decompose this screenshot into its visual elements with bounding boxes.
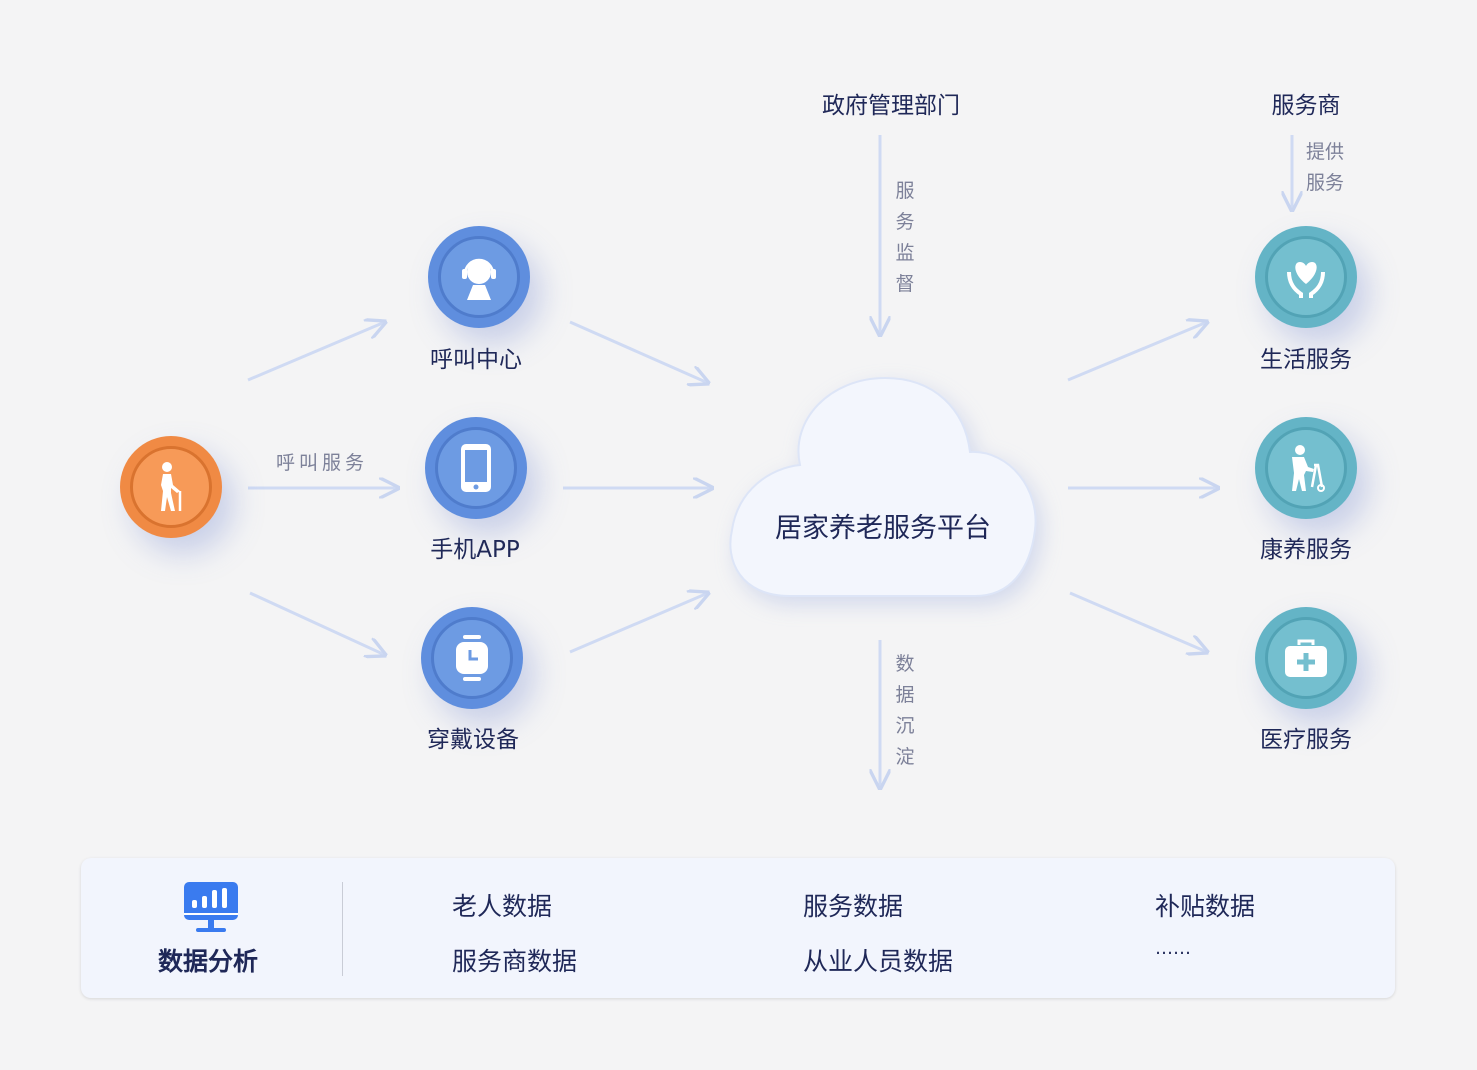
headset-agent-icon xyxy=(462,258,496,300)
channel-label: 呼叫中心 xyxy=(430,347,522,373)
provide-line: 提供 xyxy=(1306,141,1345,163)
service-label: 康养服务 xyxy=(1260,537,1352,563)
elder-node xyxy=(120,436,222,538)
channel-label: 手机APP xyxy=(430,537,520,563)
data-item: 老人数据 xyxy=(452,892,553,921)
data-item: 从业人员数据 xyxy=(803,947,954,976)
data-item: 补贴数据 xyxy=(1155,892,1256,921)
smartwatch-icon xyxy=(456,635,488,681)
data-item-more: …… xyxy=(1155,938,1191,959)
data-item: 服务数据 xyxy=(803,892,904,921)
channel-call-center[interactable] xyxy=(428,226,530,328)
platform-title: 居家养老服务平台 xyxy=(775,513,991,544)
channel-label: 穿戴设备 xyxy=(427,727,519,753)
divider xyxy=(342,882,343,976)
monitor-chart-icon xyxy=(184,882,238,932)
elderly-cane-icon xyxy=(161,462,182,511)
provide-label: 提供 服务 xyxy=(1306,137,1344,199)
cloud-shape xyxy=(729,376,1037,597)
channel-wearable[interactable] xyxy=(421,607,523,709)
service-life[interactable] xyxy=(1255,226,1357,328)
government-label: 政府管理部门 xyxy=(822,93,960,119)
provide-line: 服务 xyxy=(1306,172,1345,194)
service-health[interactable] xyxy=(1255,417,1357,519)
panel-title: 数据分析 xyxy=(158,947,259,976)
data-analysis-panel: 数据分析 老人数据 服务数据 补贴数据 服务商数据 从业人员数据 …… xyxy=(81,858,1395,998)
heart-hands-icon xyxy=(1287,262,1325,298)
channel-app[interactable] xyxy=(425,417,527,519)
elderly-walker-icon xyxy=(1292,445,1325,492)
provider-label: 服务商 xyxy=(1271,93,1341,119)
data-item: 服务商数据 xyxy=(452,947,578,976)
service-medical[interactable] xyxy=(1255,607,1357,709)
service-label: 生活服务 xyxy=(1260,347,1352,373)
call-label: 呼叫服务 xyxy=(276,452,369,474)
data-label: 数据沉淀 xyxy=(895,653,915,768)
smartphone-icon xyxy=(461,444,491,492)
medical-kit-icon xyxy=(1285,639,1327,677)
service-label: 医疗服务 xyxy=(1260,727,1352,753)
supervision-label: 服务监督 xyxy=(895,180,915,295)
